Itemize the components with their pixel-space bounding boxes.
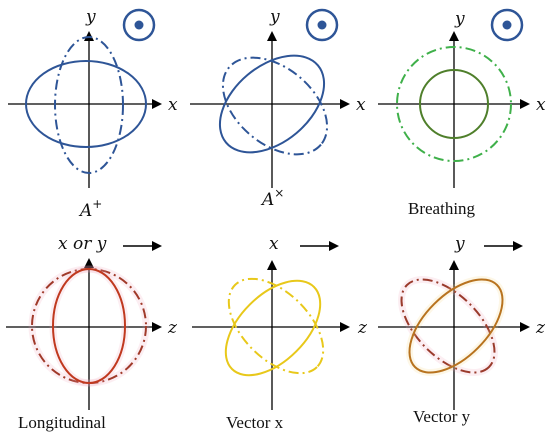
- dashdot-ellipse: [400, 278, 496, 374]
- solid-circle: [419, 69, 489, 139]
- solid-ellipse: [408, 278, 504, 374]
- panel-vector-y-mode: z y Vector y: [378, 234, 546, 426]
- circle-dot-icon: [305, 8, 339, 42]
- v-axis-label: y: [85, 7, 96, 27]
- panel-caption: Longitudinal: [18, 413, 106, 432]
- solid-ellipse: [25, 60, 147, 148]
- h-axis-label: z: [535, 318, 546, 338]
- v-axis-label: x: [269, 234, 279, 254]
- panel-caption: A×: [260, 186, 284, 210]
- circle-dot-icon: [122, 8, 156, 42]
- dashdot-ellipse: [221, 56, 329, 156]
- panel-breathing-mode: x y Breathing: [378, 8, 546, 218]
- v-axis-label: y: [454, 9, 465, 29]
- dashdot-circle: [396, 46, 512, 162]
- h-axis-label: x: [356, 95, 366, 115]
- dashdot-ellipse: [54, 36, 124, 174]
- panel-caption: A+: [78, 197, 102, 221]
- v-axis-label: y: [269, 7, 280, 27]
- solid-ellipse: [52, 268, 126, 384]
- h-axis-label: z: [357, 318, 368, 338]
- v-axis-label: y: [454, 234, 465, 254]
- h-axis-label: x: [536, 95, 546, 115]
- solid-ellipse: [224, 279, 322, 377]
- panel-longitudinal-mode: z x or y Longitudinal: [6, 234, 178, 432]
- panel-caption: Vector y: [413, 407, 471, 426]
- circle-dot-icon: [490, 8, 524, 42]
- dashdot-ellipse: [227, 277, 325, 375]
- h-axis-label: x: [168, 95, 178, 115]
- panel-caption: Vector x: [226, 413, 284, 432]
- panel-plus-mode: x y A+: [8, 7, 178, 221]
- panel-vector-x-mode: z x Vector x: [192, 234, 368, 432]
- v-axis-label: x or y: [58, 234, 107, 254]
- h-axis-label: z: [167, 318, 178, 338]
- panel-cross-mode: x y A×: [190, 7, 366, 210]
- solid-ellipse: [218, 54, 326, 154]
- panel-caption: Breathing: [408, 199, 476, 218]
